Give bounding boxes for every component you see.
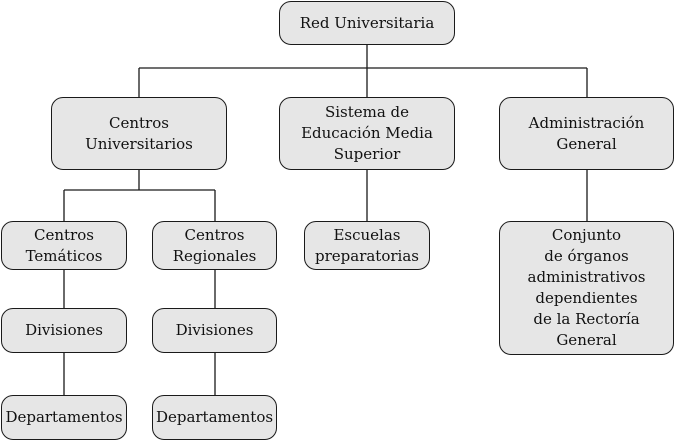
node-centros-regionales: Centros Regionales bbox=[152, 221, 277, 270]
node-divisiones-regionales: Divisiones bbox=[152, 308, 277, 353]
node-escuelas-preparatorias: Escuelas preparatorias bbox=[304, 221, 430, 270]
node-centros-universitarios: Centros Universitarios bbox=[51, 97, 227, 170]
node-sistema-educacion-media-superior: Sistema de Educación Media Superior bbox=[279, 97, 455, 170]
node-departamentos-regionales: Departamentos bbox=[152, 395, 277, 440]
node-conjunto-organos: Conjunto de órganos administrativos depe… bbox=[499, 221, 674, 355]
node-red-universitaria: Red Universitaria bbox=[279, 1, 455, 45]
node-administracion-general: Administración General bbox=[499, 97, 674, 170]
node-departamentos-tematicos: Departamentos bbox=[1, 395, 127, 440]
node-divisiones-tematicos: Divisiones bbox=[1, 308, 127, 353]
node-centros-tematicos: Centros Temáticos bbox=[1, 221, 127, 270]
